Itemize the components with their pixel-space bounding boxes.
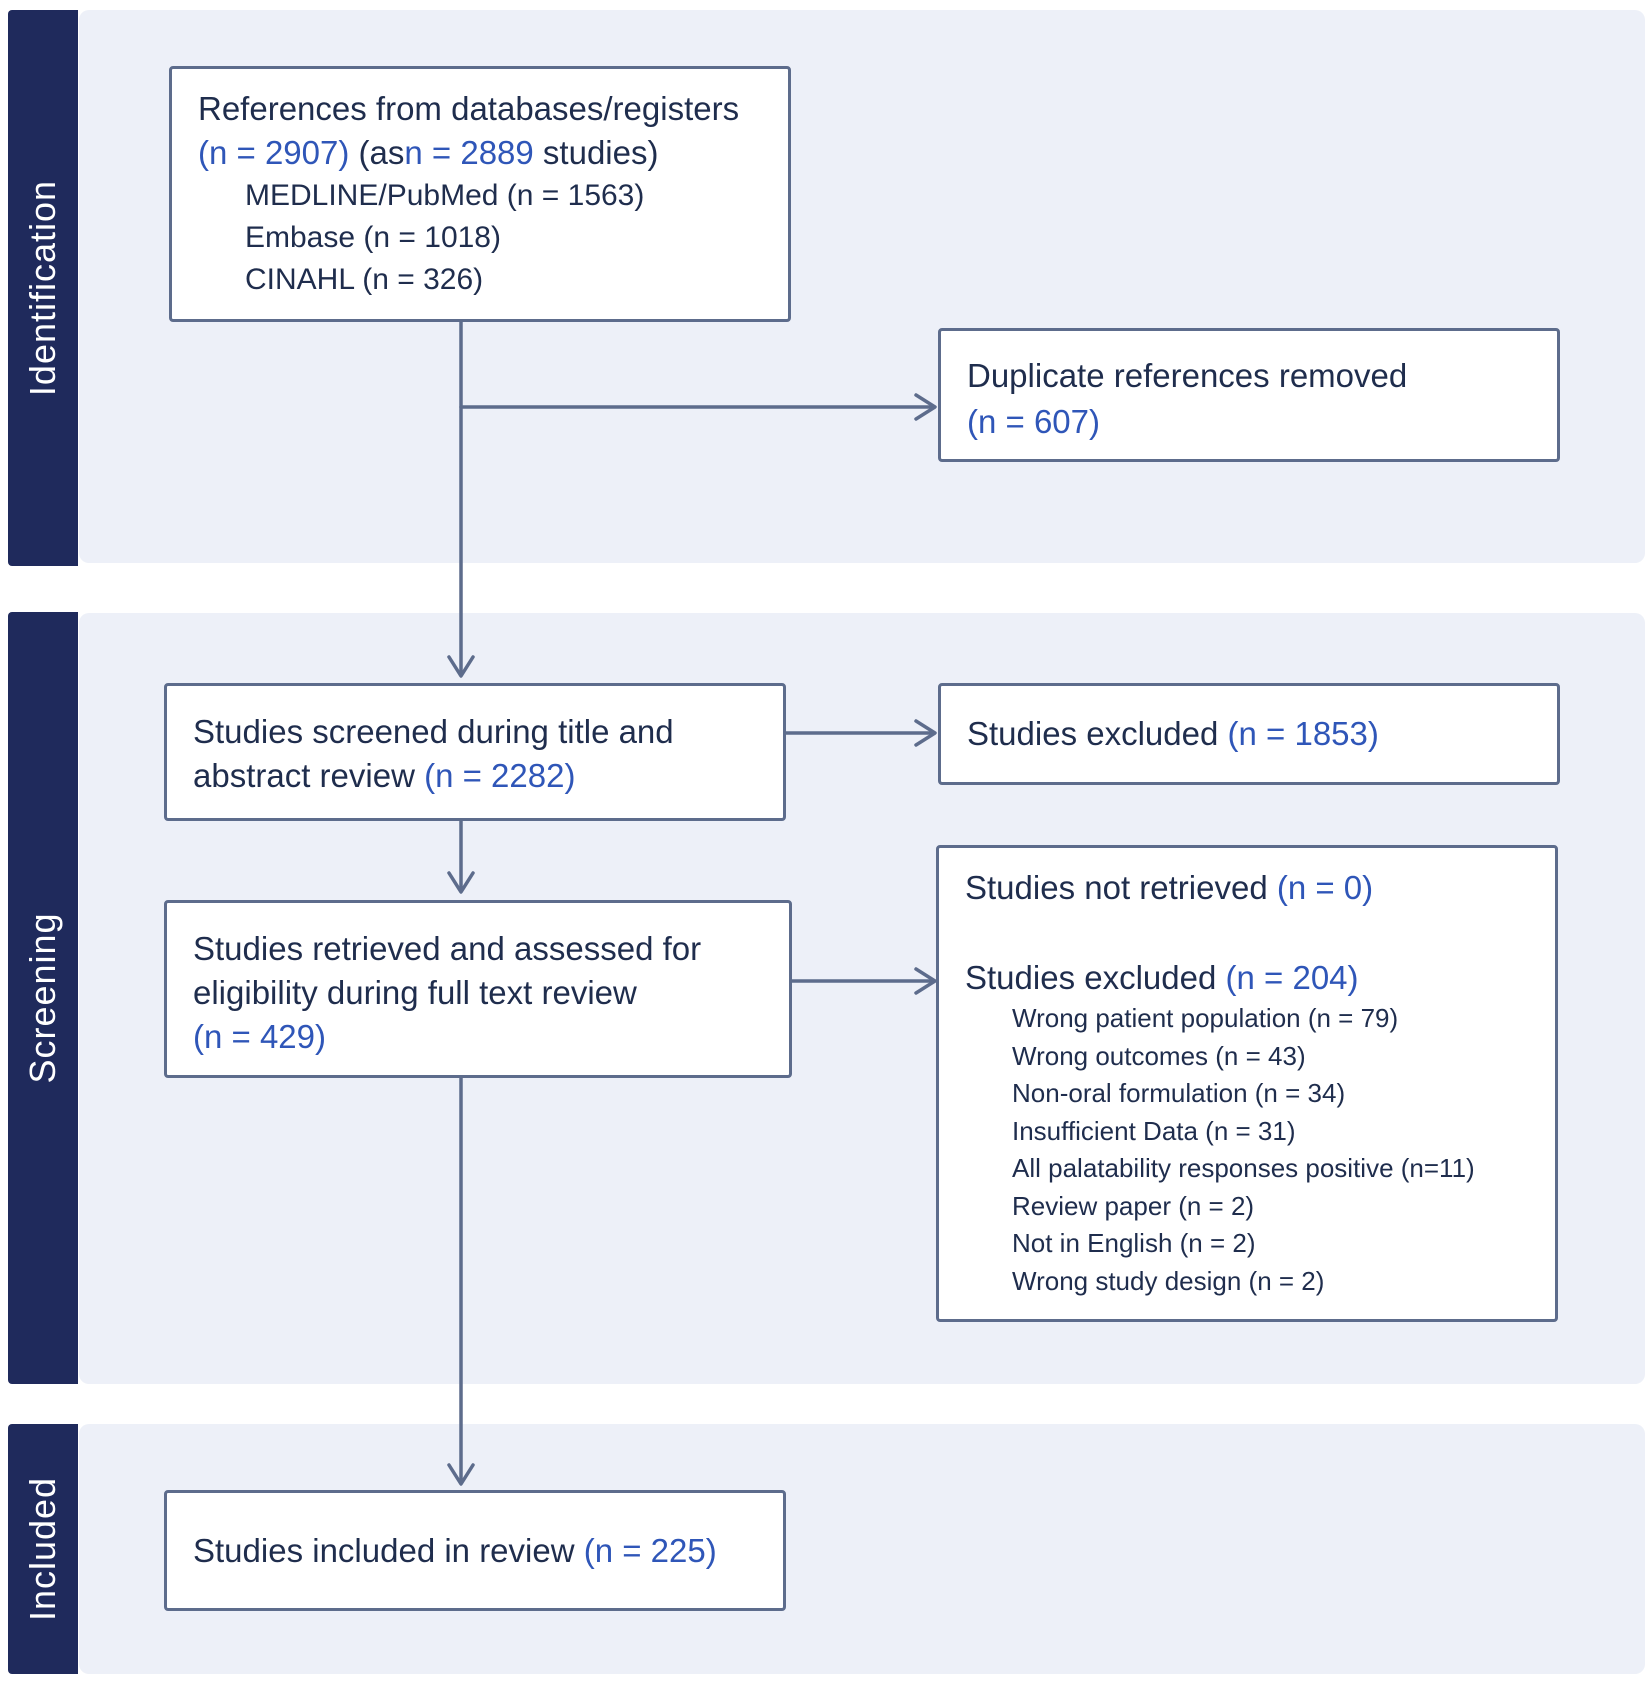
identification-label: Identification <box>8 10 78 566</box>
references-studies-text: studies) <box>542 134 659 171</box>
screened-box: Studies screened during title and abstra… <box>164 683 786 821</box>
exclusion-reason: Not in English (n = 2) <box>1012 1228 1256 1258</box>
retrieved-box: Studies retrieved and assessed for eligi… <box>164 900 792 1078</box>
screening-label: Screening <box>8 612 78 1384</box>
arrowhead-to-included <box>447 1463 475 1486</box>
arrowhead-to-duplicates <box>914 393 937 421</box>
exclusion-reason: Non-oral formulation (n = 34) <box>1012 1078 1346 1108</box>
included-count: (n = 225) <box>583 1532 717 1569</box>
duplicates-count: (n = 607) <box>967 403 1100 440</box>
included-label: Included <box>8 1424 78 1674</box>
arrowhead-to-excluded-full <box>914 967 937 995</box>
excluded-screen-label: Studies excluded <box>967 715 1219 752</box>
references-studies-count: n = 2889 <box>404 134 534 171</box>
retrieved-count: (n = 429) <box>193 1018 326 1055</box>
references-box: References from databases/registers (n =… <box>169 66 791 322</box>
exclusion-reason: Wrong outcomes (n = 43) <box>1012 1040 1306 1071</box>
exclusion-reason: Wrong patient population (n = 79) <box>1012 1003 1399 1033</box>
source-item: MEDLINE/PubMed (n = 1563) <box>245 179 645 212</box>
exclusion-reason: Review paper (n = 2) <box>1012 1190 1255 1221</box>
included-box: Studies included in review (n = 225) <box>164 1490 786 1611</box>
screened-count: (n = 2282) <box>424 757 576 794</box>
not-retrieved-count: (n = 0) <box>1276 869 1374 906</box>
duplicates-label: Duplicate references removed <box>967 357 1408 394</box>
excluded-full-count: (n = 204) <box>1225 959 1359 996</box>
retrieved-line1: Studies retrieved and assessed for <box>193 930 702 967</box>
exclusion-reason: All palatability responses positive (n=1… <box>1012 1153 1475 1183</box>
references-title: References from databases/registers <box>198 90 740 127</box>
included-label: Studies included in review <box>193 1532 575 1569</box>
source-item: Embase (n = 1018) <box>245 221 501 254</box>
screened-line1: Studies screened during title and <box>193 713 674 750</box>
retrieved-line2: eligibility during full text review <box>193 974 637 1011</box>
excluded-screen-box: Studies excluded (n = 1853) <box>938 683 1560 785</box>
excluded-screen-count: (n = 1853) <box>1227 715 1379 752</box>
excluded-full-label: Studies excluded <box>965 959 1217 996</box>
exclusion-reason: Insufficient Data (n = 31) <box>1012 1115 1296 1146</box>
screened-line2: abstract review <box>193 757 415 794</box>
references-count-line: (n = 2907) (asn = 2889 studies) <box>198 131 768 175</box>
not-retrieved-label: Studies not retrieved <box>965 869 1268 906</box>
duplicates-box: Duplicate references removed (n = 607) <box>938 328 1560 462</box>
excluded-full-box: Studies not retrieved (n = 0) Studies ex… <box>936 845 1558 1322</box>
source-item: CINAHL (n = 326) <box>245 263 484 296</box>
screened-line2-row: abstract review (n = 2282) <box>193 754 763 798</box>
exclusion-reason: Wrong study design (n = 2) <box>1012 1265 1325 1296</box>
arrowhead-to-screened <box>447 655 475 678</box>
excluded-full-row: Studies excluded (n = 204) <box>965 956 1535 1000</box>
not-retrieved-row: Studies not retrieved (n = 0) <box>965 866 1535 910</box>
references-as-text: (as <box>358 134 405 171</box>
arrowhead-to-retrieved <box>447 871 475 894</box>
references-count: (n = 2907) <box>198 134 350 171</box>
arrowhead-to-excluded-screen <box>914 719 937 747</box>
